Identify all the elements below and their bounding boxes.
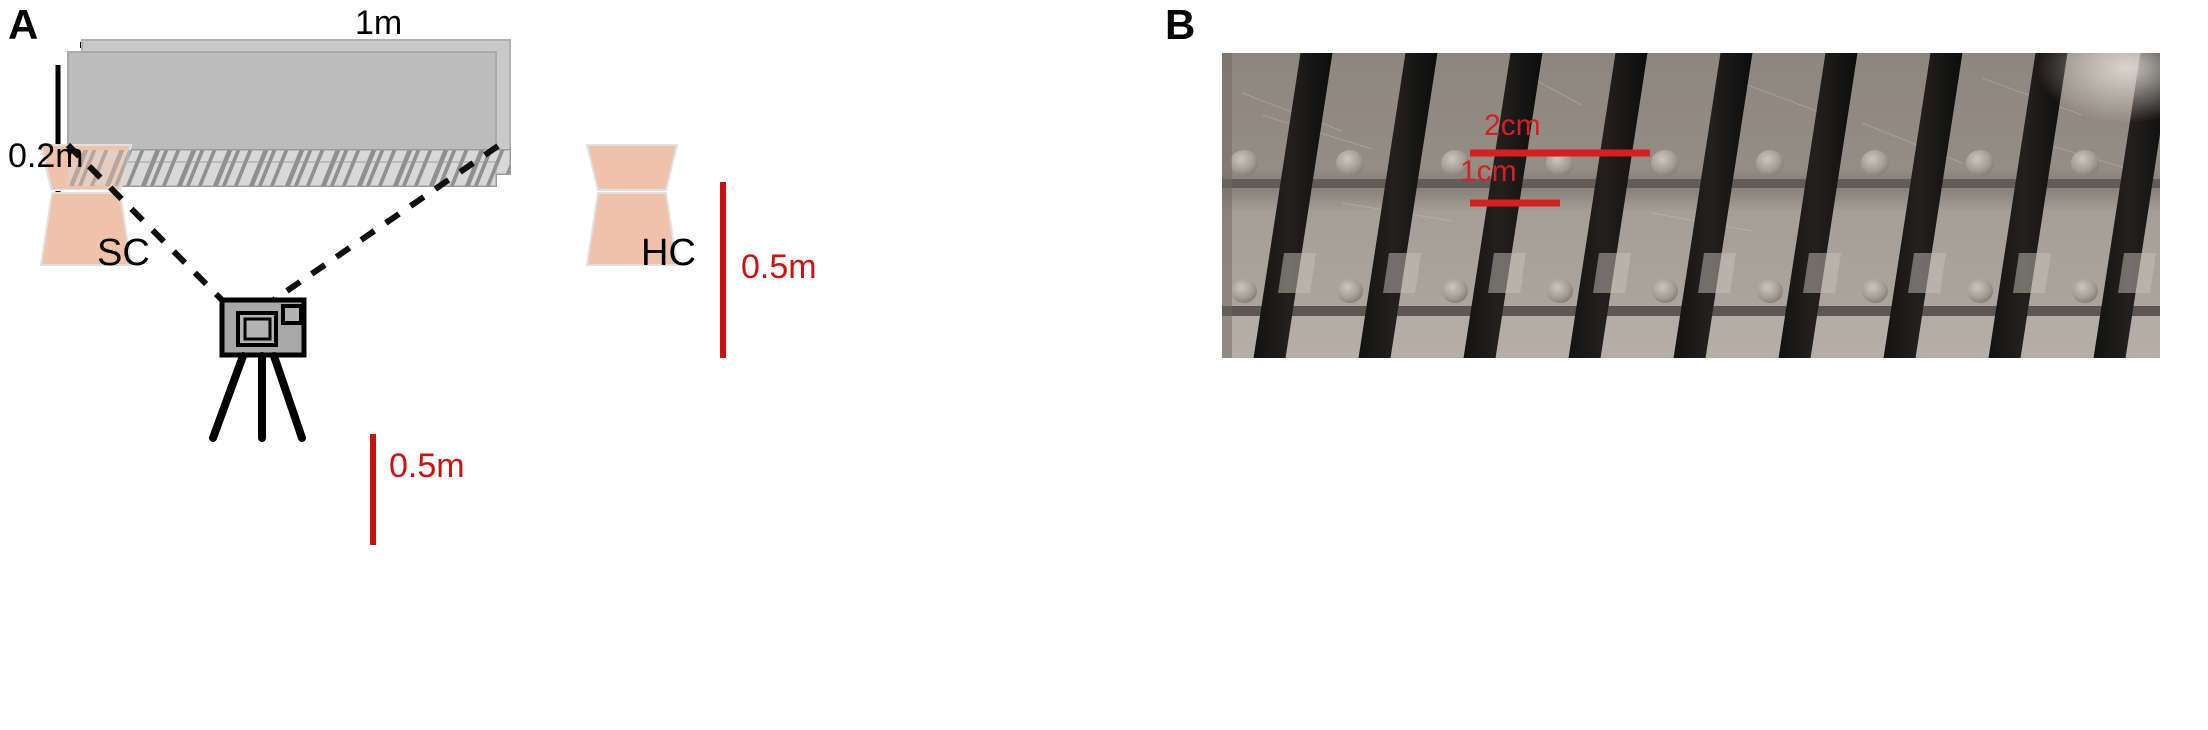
dimension-label-05m-canopy: 0.5m [741, 248, 817, 286]
rod [1778, 53, 1858, 358]
sight-line-sc [65, 142, 230, 308]
rod [1568, 53, 1648, 358]
sc-cone-lower [39, 192, 133, 266]
dimension-label-1m: 1m [355, 4, 403, 42]
bolt [1230, 150, 1258, 176]
photo-corner-highlight [2037, 53, 2160, 123]
bolt [1547, 279, 1573, 303]
annotation-rules [1470, 149, 1650, 207]
bolt [1442, 279, 1468, 303]
hc-cone [585, 144, 679, 266]
panel-a-diagram [39, 39, 726, 545]
bolt [1231, 279, 1257, 303]
bolt [1441, 150, 1469, 176]
rod [1253, 53, 1333, 358]
dimension-label-05m-camera: 0.5m [389, 447, 465, 485]
panel-a: A [8, 1, 817, 545]
bolt [1336, 150, 1364, 176]
scale-label-1cm: 1cm [1460, 155, 1517, 188]
camera-icon [219, 297, 307, 358]
bolt-row-lower [1231, 279, 2098, 303]
tripod-icon [209, 352, 306, 442]
dimension-label-02m: 0.2m [8, 137, 84, 175]
camera-viewfinder [281, 304, 303, 325]
hc-label: HC [641, 232, 696, 274]
tripod-leg-right [270, 352, 306, 442]
bolt [1756, 150, 1784, 176]
bolt [2072, 279, 2098, 303]
scale-label-2cm: 2cm [1484, 109, 1541, 142]
rod [1358, 53, 1438, 358]
bolt [1862, 279, 1888, 303]
bolt [1861, 150, 1889, 176]
bolt [1757, 279, 1783, 303]
bolt-row-upper [1230, 150, 2099, 176]
slab-front [67, 51, 497, 163]
bolt [1966, 150, 1994, 176]
rod-collar-group [1278, 253, 2156, 293]
panel-b: B [1150, 0, 2208, 730]
plate-seam-upper [1222, 179, 2160, 188]
hc-cone-lower [585, 192, 679, 266]
rod [2093, 53, 2160, 358]
camera-lens-inner [243, 317, 272, 341]
sc-label: SC [97, 232, 150, 274]
bolt [1651, 150, 1679, 176]
rod-array-photo: 2cm 1cm [1222, 53, 2160, 358]
bolt [1652, 279, 1678, 303]
bolt [2071, 150, 2099, 176]
bolt [1967, 279, 1993, 303]
hatched-band-overlap [68, 150, 510, 186]
panel-a-label: A [8, 1, 38, 48]
rod [1988, 53, 2068, 358]
rod [1673, 53, 1753, 358]
rod [1883, 53, 1963, 358]
tripod-leg-left [209, 352, 247, 442]
photo-content [1222, 53, 2160, 358]
panel-b-label: B [1165, 1, 1195, 48]
bolt [1337, 279, 1363, 303]
hc-cone-upper [585, 144, 679, 191]
